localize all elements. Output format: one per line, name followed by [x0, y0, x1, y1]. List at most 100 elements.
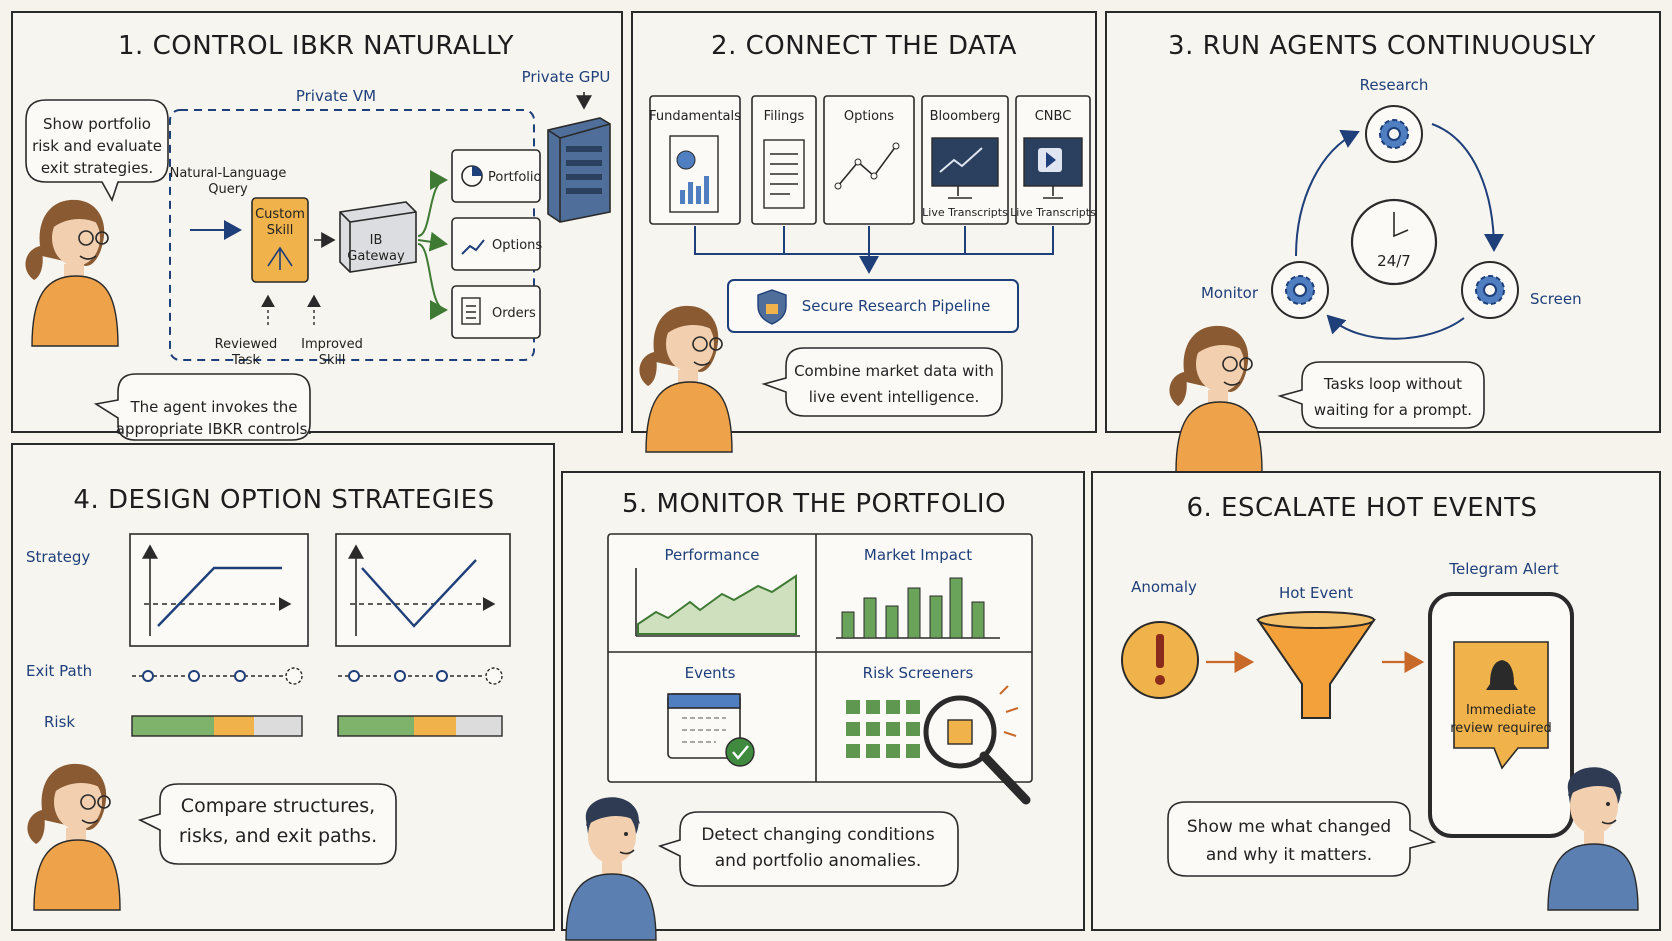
improved-label: Improved: [301, 337, 363, 352]
risk-bar-1: [131, 715, 303, 737]
payoff-chart-2: [335, 533, 511, 647]
speech-text: waiting for a prompt.: [1314, 401, 1472, 419]
speech-bubble: [137, 783, 397, 865]
speech-text: Combine market data with: [794, 362, 994, 380]
hot-event-label: Hot Event: [1279, 584, 1353, 602]
performance-area: [637, 574, 797, 635]
alert-bubble: [1453, 641, 1549, 770]
bell-icon: [1486, 660, 1518, 690]
source-sub: Live Transcripts: [1010, 206, 1096, 219]
output-label: Orders: [492, 306, 536, 321]
speech-text: live event intelligence.: [809, 388, 980, 406]
caption-text: The agent invokes the: [129, 398, 297, 416]
strategy-label: Strategy: [26, 548, 90, 566]
panel-title: 1. CONTROL IBKR NATURALLY: [118, 31, 514, 61]
clock-label: 24/7: [1377, 252, 1411, 270]
pipeline-box: [727, 279, 1019, 333]
reviewed-label: Reviewed: [215, 337, 278, 352]
source-options: Options: [823, 95, 915, 225]
exit-path-1: [132, 667, 303, 685]
anomaly-label: Anomaly: [1131, 578, 1197, 596]
telegram-label: Telegram Alert: [1448, 560, 1558, 578]
alert-text: review required: [1450, 721, 1552, 736]
caption-text: appropriate IBKR controls.: [116, 420, 313, 438]
source-label: CNBC: [1035, 109, 1072, 124]
speech-bubble: [657, 811, 959, 887]
reviewed-label: Task: [231, 353, 261, 368]
speech-bubble: [761, 347, 1003, 417]
nl-query-label: Natural-Language: [170, 166, 287, 181]
screener-grid: [846, 700, 920, 758]
speech-bubble: [1277, 361, 1485, 429]
risk-label: Risk: [44, 713, 75, 731]
skill-label: Custom: [255, 207, 305, 222]
alert-text: Immediate: [1466, 703, 1536, 718]
speech-text: and why it matters.: [1206, 845, 1372, 865]
speech-bubble: [1167, 801, 1437, 877]
speech-text: Detect changing conditions: [701, 825, 934, 845]
speech-text: and portfolio anomalies.: [715, 851, 922, 871]
play-icon: [1046, 152, 1056, 168]
research-gear-icon: [1365, 105, 1423, 163]
custom-skill-box: [251, 197, 309, 283]
gateway-label: IB: [370, 233, 383, 248]
options-chart-icon: [837, 145, 897, 187]
panel-connect-data: 2. CONNECT THE DATA Fundamentals Filings…: [631, 11, 1097, 453]
panel-title: 3. RUN AGENTS CONTINUOUSLY: [1168, 31, 1596, 61]
speech-text: Show me what changed: [1187, 817, 1391, 837]
source-bloomberg: Bloomberg Live Transcripts: [921, 95, 1009, 225]
magnifier-icon: [923, 685, 1031, 805]
market-impact-label: Market Impact: [864, 546, 972, 564]
speech-text: risk and evaluate: [32, 137, 162, 155]
output-label: Options: [492, 238, 542, 253]
research-label: Research: [1360, 76, 1429, 94]
options-box: [451, 217, 541, 271]
speech-text: Tasks loop without: [1323, 375, 1462, 393]
pipeline-label: Secure Research Pipeline: [802, 297, 991, 315]
source-cnbc: CNBC Live Transcripts: [1010, 95, 1096, 225]
panel-title: 5. MONITOR THE PORTFOLIO: [622, 489, 1006, 519]
panel-option-strategies: 4. DESIGN OPTION STRATEGIES Strategy Exi…: [11, 443, 555, 931]
improved-label: Skill: [319, 353, 346, 368]
speech-text: Compare structures,: [181, 795, 375, 817]
risk-screeners-label: Risk Screeners: [863, 664, 974, 682]
output-label: Portfolio: [488, 170, 542, 185]
impact-bars: [841, 577, 985, 639]
private-vm-box: [169, 109, 535, 361]
risk-bar-2: [337, 715, 503, 737]
speech-text: risks, and exit paths.: [179, 825, 377, 847]
hand-icon: [267, 246, 293, 270]
panel-monitor-portfolio: 5. MONITOR THE PORTFOLIO Performance Mar…: [561, 471, 1085, 941]
source-sub: Live Transcripts: [922, 206, 1008, 219]
speech-text: exit strategies.: [41, 159, 153, 177]
report-icon: [669, 135, 719, 213]
source-label: Fundamentals: [649, 109, 741, 124]
monitor-gear-icon: [1271, 261, 1329, 319]
line-chart-icon: [461, 239, 485, 255]
payoff-chart-1: [129, 533, 309, 647]
screen-label: Screen: [1530, 290, 1582, 308]
monitor-label: Monitor: [1201, 284, 1259, 302]
panel-escalate-events: 6. ESCALATE HOT EVENTS Anomaly Hot Event…: [1091, 471, 1661, 931]
performance-label: Performance: [664, 546, 759, 564]
source-label: Bloomberg: [930, 109, 1001, 124]
source-label: Filings: [764, 109, 805, 124]
nl-query-label: Query: [208, 182, 248, 197]
panel-title: 4. DESIGN OPTION STRATEGIES: [73, 485, 494, 515]
source-label: Options: [844, 109, 894, 124]
gateway-label: Gateway: [347, 249, 405, 264]
exit-path-2: [338, 667, 503, 685]
gpu-label: Private GPU: [522, 68, 611, 86]
ib-gateway-box: [339, 201, 417, 273]
source-fundamentals: Fundamentals: [649, 95, 741, 225]
portfolio-box: [451, 149, 541, 203]
vm-label: Private VM: [296, 87, 376, 105]
panel-run-agents: 3. RUN AGENTS CONTINUOUSLY Research Moni…: [1105, 11, 1661, 473]
screen-gear-icon: [1461, 261, 1519, 319]
skill-label: Skill: [267, 223, 294, 238]
clock-icon: [1350, 198, 1438, 286]
server-icon: [547, 117, 611, 223]
calendar-icon: [667, 693, 755, 767]
